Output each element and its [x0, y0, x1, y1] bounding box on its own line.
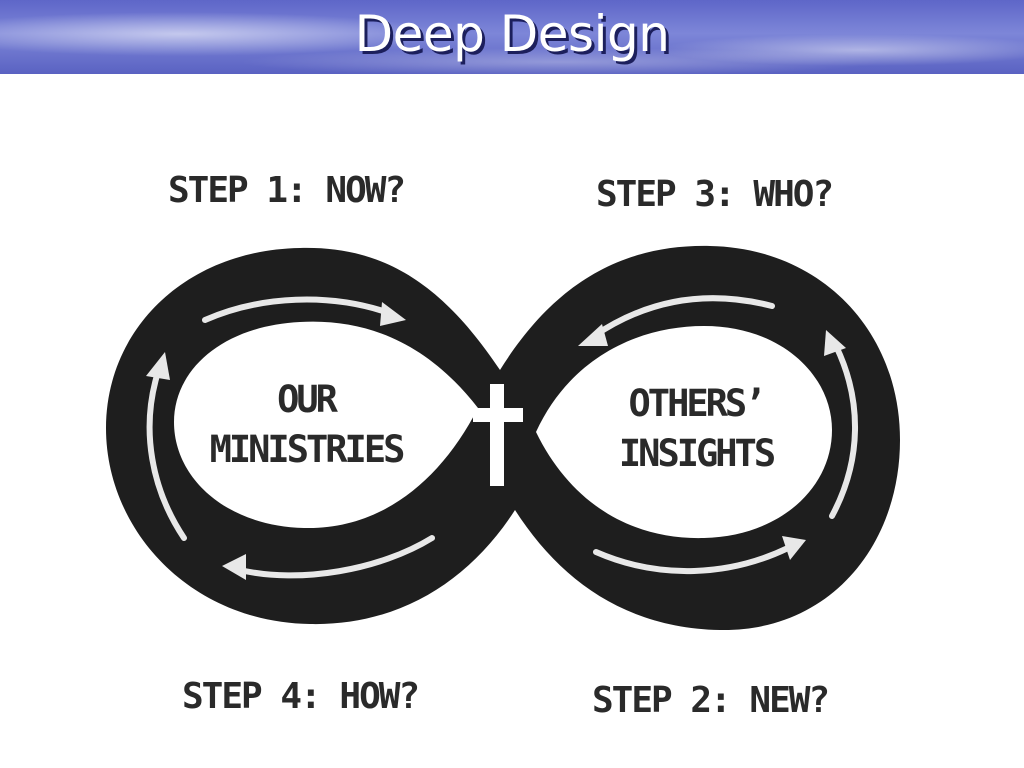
arrow-bottom-right-icon	[593, 545, 791, 575]
flow-arrows	[146, 295, 858, 580]
title-bar: Deep Design	[0, 0, 1024, 74]
right-loop-label-line2: INSIGHTS	[619, 432, 775, 475]
step-4-label: STEP 4: HOW?	[182, 676, 418, 717]
arrow-top-left-icon	[202, 296, 395, 323]
arrow-top-right-head-icon	[578, 324, 608, 346]
step-1-label: STEP 1: NOW?	[168, 170, 404, 211]
step-3-label: STEP 3: WHO?	[596, 174, 832, 215]
arrow-left-side-icon	[146, 369, 187, 541]
arrow-top-right-icon	[591, 295, 775, 339]
arrow-right-side-icon	[829, 343, 858, 519]
slide-title: Deep Design	[354, 5, 670, 63]
left-loop-label-line1: OUR	[277, 378, 339, 421]
arrow-bottom-right-head-icon	[782, 536, 806, 560]
step-2-label: STEP 2: NEW?	[592, 680, 828, 721]
arrow-left-side-head-icon	[146, 352, 170, 380]
arrow-right-side-head-icon	[824, 330, 846, 356]
left-loop-label-line2: MINISTRIES	[210, 428, 404, 471]
cross-icon	[473, 384, 523, 486]
arrow-bottom-left-head-icon	[222, 554, 246, 580]
right-loop-inner	[536, 326, 832, 539]
arrow-bottom-left-icon	[237, 535, 435, 579]
left-loop-inner	[174, 321, 478, 529]
right-loop-label-line1: OTHERS’	[629, 382, 764, 425]
arrow-top-left-head-icon	[380, 302, 406, 326]
